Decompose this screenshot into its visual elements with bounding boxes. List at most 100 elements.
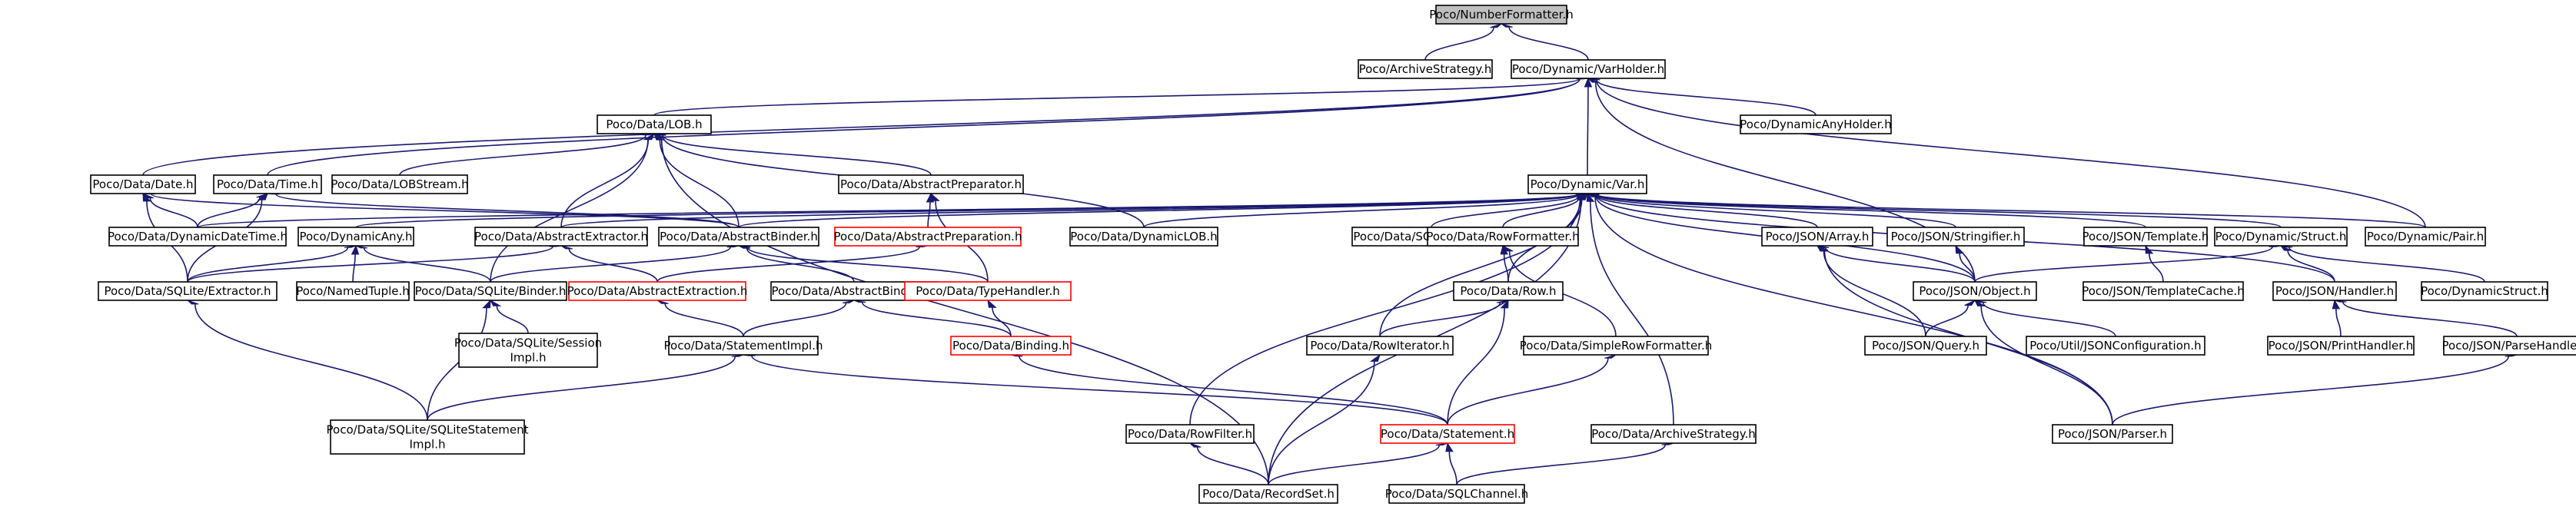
node-label: Poco/Data/SQLite/Session xyxy=(454,336,602,350)
node-rowfilter[interactable]: Poco/Data/RowFilter.h xyxy=(1125,424,1255,444)
edge-arrowhead xyxy=(2145,244,2154,254)
edge-line xyxy=(861,302,1012,337)
edge-line xyxy=(1595,193,2146,228)
edge-arrowhead xyxy=(1586,192,1595,202)
dependency-edge xyxy=(743,354,1448,426)
dependency-edge xyxy=(1189,442,1269,485)
node-absbinder[interactable]: Poco/Data/AbstractBinder.h xyxy=(658,227,819,247)
node-dynanyholder[interactable]: Poco/DynamicAnyHolder.h xyxy=(1740,114,1892,134)
node-time[interactable]: Poco/Data/Time.h xyxy=(213,174,322,194)
node-box xyxy=(568,281,746,301)
node-rowformatter[interactable]: Poco/Data/RowFormatter.h xyxy=(1426,227,1580,247)
node-statement[interactable]: Poco/Data/Statement.h xyxy=(1380,424,1515,444)
node-box xyxy=(331,174,468,194)
node-box xyxy=(90,174,196,194)
node-jsonprinthandler[interactable]: Poco/JSON/PrintHandler.h xyxy=(2267,336,2415,356)
node-lobstream[interactable]: Poco/Data/LOBStream.h xyxy=(331,174,469,194)
node-row[interactable]: Poco/Data/Row.h xyxy=(1453,281,1564,301)
node-jsonparsehandler[interactable]: Poco/JSON/ParseHandler.h xyxy=(2442,336,2576,356)
node-box xyxy=(1590,424,1757,444)
node-archstrat[interactable]: Poco/ArchiveStrategy.h xyxy=(1358,59,1493,79)
node-jsonstringifier[interactable]: Poco/JSON/Stringifier.h xyxy=(1886,227,2025,247)
node-jsontemplate[interactable]: Poco/JSON/Template.h xyxy=(2082,227,2209,247)
node-binding[interactable]: Poco/Data/Binding.h xyxy=(950,336,1072,356)
node-dynlob[interactable]: Poco/Data/DynamicLOB.h xyxy=(1069,227,1218,247)
node-label: Poco/DynamicAnyHolder.h xyxy=(1740,118,1891,131)
edge-line xyxy=(1448,451,1458,485)
node-varholder[interactable]: Poco/Dynamic/VarHolder.h xyxy=(1511,59,1666,79)
node-label: Poco/Data/TypeHandler.h xyxy=(916,284,1059,298)
edge-line xyxy=(267,78,1581,176)
node-jsontemplatecache[interactable]: Poco/JSON/TemplateCache.h xyxy=(2082,281,2245,301)
node-jsonquery[interactable]: Poco/JSON/Query.h xyxy=(1864,336,1987,356)
node-abspreparation[interactable]: Poco/Data/AbstractPreparation.h xyxy=(834,227,1022,247)
node-typehandler[interactable]: Poco/Data/TypeHandler.h xyxy=(904,281,1072,301)
node-sqlbinder[interactable]: Poco/Data/SQLite/Binder.h xyxy=(414,281,567,301)
dependency-edge xyxy=(1587,193,2146,228)
dependency-edge xyxy=(355,193,1588,228)
edge-arrowhead xyxy=(930,192,940,201)
node-jsonobject[interactable]: Poco/JSON/Object.h xyxy=(1913,281,2037,301)
node-dynamicany[interactable]: Poco/DynamicAny.h xyxy=(297,227,414,247)
node-utiljsoncfg[interactable]: Poco/Util/JSONConfiguration.h xyxy=(2026,336,2205,356)
dependency-edge xyxy=(987,299,1012,337)
node-absextraction[interactable]: Poco/Data/AbstractExtraction.h xyxy=(567,281,748,301)
node-dynpair[interactable]: Poco/Dynamic/Pair.h xyxy=(2365,227,2486,247)
node-label: Poco/JSON/Query.h xyxy=(1872,339,1979,353)
dependency-edge xyxy=(1955,244,1976,283)
edge-line xyxy=(1447,307,1505,426)
node-label: Poco/Data/RowFormatter.h xyxy=(1426,230,1579,243)
dependency-edge xyxy=(267,193,740,228)
node-jsonparser[interactable]: Poco/JSON/Parser.h xyxy=(2052,424,2173,444)
edge-arrowhead xyxy=(1435,442,1448,445)
dependency-edge xyxy=(1587,193,1956,228)
node-box xyxy=(98,281,278,301)
edge-line xyxy=(1268,445,1441,485)
node-stmtimpl[interactable]: Poco/Data/StatementImpl.h xyxy=(664,336,823,356)
node-dynstruct[interactable]: Poco/Dynamic/Struct.h xyxy=(2214,227,2348,247)
edge-arrowhead xyxy=(1369,353,1381,362)
node-label: Poco/DynamicStruct.h xyxy=(2421,284,2548,298)
node-sqlchannel[interactable]: Poco/Data/SQLChannel.h xyxy=(1385,484,1529,504)
node-absextractor[interactable]: Poco/Data/AbstractExtractor.h xyxy=(474,227,648,247)
edge-line xyxy=(1596,79,2426,228)
node-box xyxy=(1358,59,1493,79)
edge-line xyxy=(496,306,529,334)
node-sqlextractor[interactable]: Poco/Data/SQLite/Extractor.h xyxy=(98,281,278,301)
edge-line xyxy=(2287,250,2335,283)
node-jsonhandler[interactable]: Poco/JSON/Handler.h xyxy=(2272,281,2397,301)
node-label: Poco/Data/Date.h xyxy=(92,177,193,191)
dependency-edge xyxy=(355,245,491,283)
node-recordset[interactable]: Poco/Data/RecordSet.h xyxy=(1198,484,1338,504)
node-rowiterator[interactable]: Poco/Data/RowIterator.h xyxy=(1306,336,1454,356)
node-box xyxy=(414,281,567,301)
edge-line xyxy=(746,247,989,283)
node-dyndatetime[interactable]: Poco/Data/DynamicDateTime.h xyxy=(108,227,288,247)
node-lob[interactable]: Poco/Data/LOB.h xyxy=(597,114,712,134)
dependency-edge xyxy=(653,133,1269,485)
node-var[interactable]: Poco/Dynamic/Var.h xyxy=(1527,174,1647,194)
node-jsonarray[interactable]: Poco/JSON/Array.h xyxy=(1761,227,1873,247)
dependency-edge xyxy=(2334,300,2518,337)
dependency-edge xyxy=(1925,299,1976,337)
node-abspreparator[interactable]: Poco/Data/AbstractPreparator.h xyxy=(838,174,1024,194)
node-simplerowfmt[interactable]: Poco/Data/SimpleRowFormatter.h xyxy=(1520,336,1712,356)
node-label: Poco/Dynamic/Struct.h xyxy=(2215,230,2347,243)
node-date[interactable]: Poco/Data/Date.h xyxy=(90,174,196,194)
node-dataarchstrat[interactable]: Poco/Data/ArchiveStrategy.h xyxy=(1590,424,1757,444)
edge-line xyxy=(1982,302,2116,337)
node-label: Poco/Dynamic/Pair.h xyxy=(2367,230,2484,243)
node-box xyxy=(2365,227,2486,247)
node-dynamicstruct[interactable]: Poco/DynamicStruct.h xyxy=(2421,281,2548,301)
edge-line xyxy=(2288,247,2485,283)
node-box xyxy=(2082,281,2244,301)
edge-arrowhead xyxy=(489,299,502,306)
dependency-edge xyxy=(1816,245,2113,426)
edge-line xyxy=(1424,27,1494,61)
node-label: Poco/NamedTuple.h xyxy=(296,284,410,298)
node-namedtuple[interactable]: Poco/NamedTuple.h xyxy=(296,281,410,301)
edge-line xyxy=(1431,194,1581,228)
node-label: Poco/JSON/Template.h xyxy=(2082,230,2209,243)
